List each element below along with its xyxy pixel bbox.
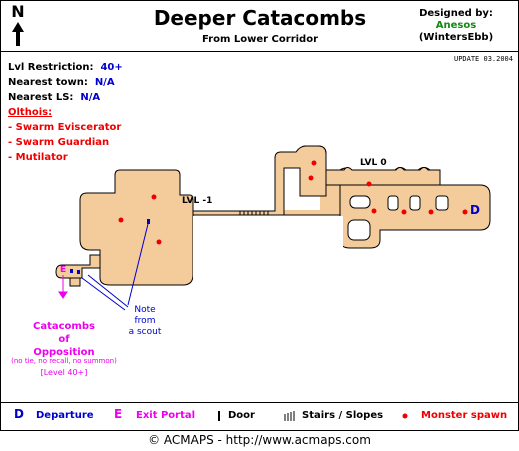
credits: Designed by: Anesos (WintersEbb) (401, 8, 511, 44)
north-arrow-icon (12, 22, 24, 46)
note-marker-icon (147, 219, 150, 224)
footer-copyright: © ACMAPS - http://www.acmaps.com (148, 433, 371, 447)
author-name: Anesos (435, 20, 477, 31)
monsters-heading: Olthois: (8, 107, 53, 118)
portal-name-line: of (58, 334, 70, 345)
scout-note: Note from a scout (120, 305, 170, 338)
portal-name-line: Catacombs (33, 321, 95, 332)
nearest-town: Nearest town: N/A (8, 75, 123, 90)
legend-exit-label: Exit Portal (136, 410, 196, 421)
portal-name-line: Opposition (33, 347, 95, 358)
dungeon-map (55, 145, 491, 311)
legend-exit-icon: E (114, 407, 123, 421)
monster-spawn-icon (156, 239, 162, 245)
level-restriction-value: 40+ (100, 62, 123, 73)
note-pointers (81, 223, 149, 311)
nearest-ls-label: Nearest LS: (8, 92, 74, 103)
legend-stairs-label: Stairs / Slopes (302, 410, 384, 421)
level-label-lower: LVL 0 (360, 158, 387, 168)
floor-plan (55, 145, 491, 287)
level-restriction: Lvl Restriction: 40+ (8, 60, 123, 75)
info-panel: Lvl Restriction: 40+ Nearest town: N/A N… (8, 60, 123, 165)
nearest-town-value: N/A (94, 77, 115, 88)
note-line: from (134, 316, 156, 326)
monster-spawn-icon (428, 209, 434, 215)
door-icon (70, 269, 73, 273)
server-name: (WintersEbb) (418, 32, 494, 43)
stairs-icon (284, 411, 295, 421)
compass-north-label: N (11, 2, 25, 21)
monster-spawn-icon (371, 208, 377, 214)
door-icon (77, 270, 80, 274)
departure-marker[interactable]: D (470, 203, 480, 217)
designed-by-label: Designed by: (419, 8, 493, 19)
portal-restrictions: (no tie, no recall, no summon) (11, 357, 117, 365)
monster-spawn-icon (366, 181, 372, 187)
monster-spawn-icon (311, 160, 317, 166)
exit-portal-marker[interactable]: E (60, 265, 67, 275)
page-subtitle: From Lower Corridor (201, 34, 319, 45)
portal-arrow-icon (58, 275, 68, 299)
monster-item: - Swarm Eviscerator (8, 122, 122, 133)
portal-destination: Catacombs of Opposition (0, 320, 128, 359)
level-label-upper: LVL -1 (182, 196, 213, 206)
monster-spawn-icon (401, 209, 407, 215)
monster-item: - Mutilator (8, 152, 68, 163)
nearest-ls-value: N/A (80, 92, 101, 103)
legend-departure-label: Departure (36, 410, 94, 421)
monster-spawn-icon (151, 194, 157, 200)
portal-level: [Level 40+] (40, 368, 88, 377)
stairs-icon (239, 211, 269, 215)
monster-item: - Swarm Guardian (8, 137, 110, 148)
monster-spawn-icon (402, 413, 408, 419)
header-divider (0, 51, 519, 52)
compass: N (8, 4, 28, 50)
update-stamp: UPDATE 03.2004 (453, 55, 513, 63)
legend-divider (0, 402, 519, 403)
door-icon (218, 411, 220, 421)
monster-spawn-icon (462, 209, 468, 215)
monster-spawn-icon (308, 175, 314, 181)
level-restriction-label: Lvl Restriction: (8, 62, 94, 73)
monster-spawns (118, 160, 468, 245)
nearest-ls: Nearest LS: N/A (8, 90, 123, 105)
legend-door-label: Door (228, 410, 255, 421)
legend-departure-icon: D (14, 407, 24, 421)
monster-spawn-icon (118, 217, 124, 223)
note-line: a scout (128, 327, 162, 337)
page-title: Deeper Catacombs (153, 6, 367, 30)
background-mask (193, 216, 343, 286)
legend-spawn-label: Monster spawn (421, 410, 508, 421)
note-line: Note (134, 305, 156, 315)
nearest-town-label: Nearest town: (8, 77, 88, 88)
